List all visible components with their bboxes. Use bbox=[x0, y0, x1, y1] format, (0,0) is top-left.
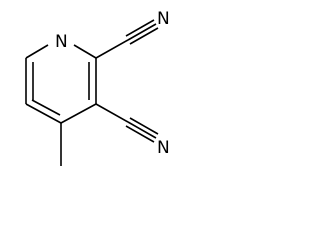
bond-c3-cn-bottom bbox=[95, 103, 129, 123]
bond-c3-c4 bbox=[60, 103, 97, 124]
chemical-structure: N N N bbox=[25, 9, 170, 166]
nitrile-nitrogen-top-label: N bbox=[157, 9, 170, 29]
triple-bond-bottom-c bbox=[129, 117, 159, 135]
bond-c4-c5 bbox=[25, 103, 62, 124]
triple-bond-top-c bbox=[129, 27, 159, 45]
bond-c4-c5-inner bbox=[31, 99, 61, 116]
nitrile-nitrogen-bottom-label: N bbox=[157, 138, 170, 158]
nitrile-group-top bbox=[95, 19, 159, 59]
triple-bond-top-a bbox=[127, 23, 157, 41]
bond-c6-n1 bbox=[25, 44, 49, 59]
pyridine-ring bbox=[25, 44, 97, 124]
triple-bond-top-b bbox=[125, 19, 155, 37]
bond-n1-c2 bbox=[73, 44, 97, 59]
triple-bond-bottom-b bbox=[125, 125, 155, 143]
nitrile-group-bottom bbox=[95, 103, 159, 143]
bond-c2-cn-top bbox=[95, 39, 129, 59]
ring-nitrogen-label: N bbox=[55, 32, 68, 52]
triple-bond-bottom-a bbox=[127, 121, 157, 139]
